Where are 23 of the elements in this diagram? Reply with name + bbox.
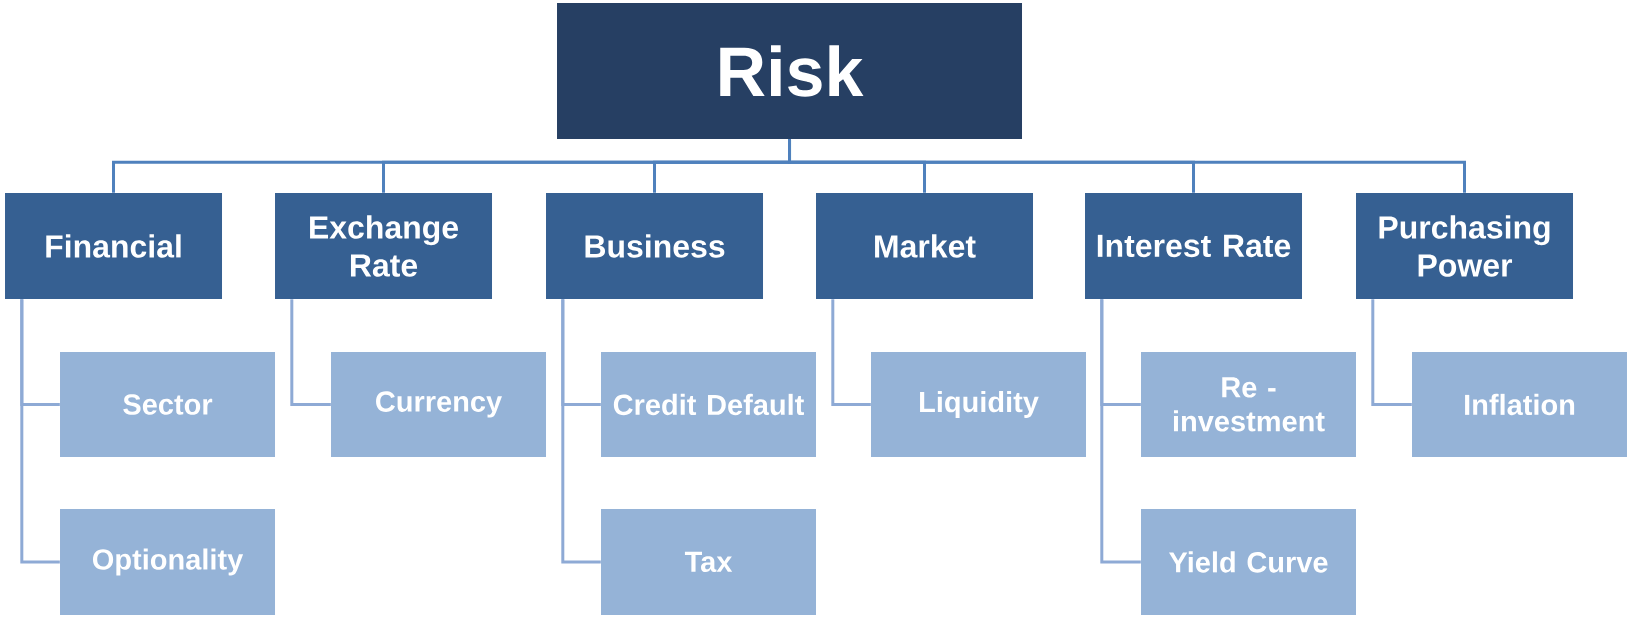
subcategory-box: Re - investment	[1141, 352, 1356, 457]
subcategory-box: Inflation	[1412, 352, 1627, 457]
category-box: Financial	[5, 193, 222, 299]
connector-line	[831, 299, 871, 406]
category-box: Purchasing Power	[1356, 193, 1573, 299]
subcategory-box: Liquidity	[871, 352, 1086, 457]
subcategory-box: Tax	[601, 509, 816, 615]
category-box: Interest Rate	[1085, 193, 1302, 299]
connector-line	[1371, 299, 1412, 406]
connector-line	[290, 299, 331, 406]
subcategory-box: Currency	[331, 352, 546, 457]
subcategory-box: Sector	[60, 352, 275, 457]
connector-line	[561, 299, 601, 564]
connector-line	[788, 139, 1466, 193]
connector-line	[1100, 299, 1141, 564]
category-box: Business	[546, 193, 763, 299]
connector-line	[20, 299, 60, 564]
subcategory-box: Yield Curve	[1141, 509, 1356, 615]
subcategory-box: Optionality	[60, 509, 275, 615]
root-box: Risk	[557, 3, 1022, 139]
category-box: Exchange Rate	[275, 193, 492, 299]
category-box: Market	[816, 193, 1033, 299]
subcategory-box: Credit Default	[601, 352, 816, 457]
